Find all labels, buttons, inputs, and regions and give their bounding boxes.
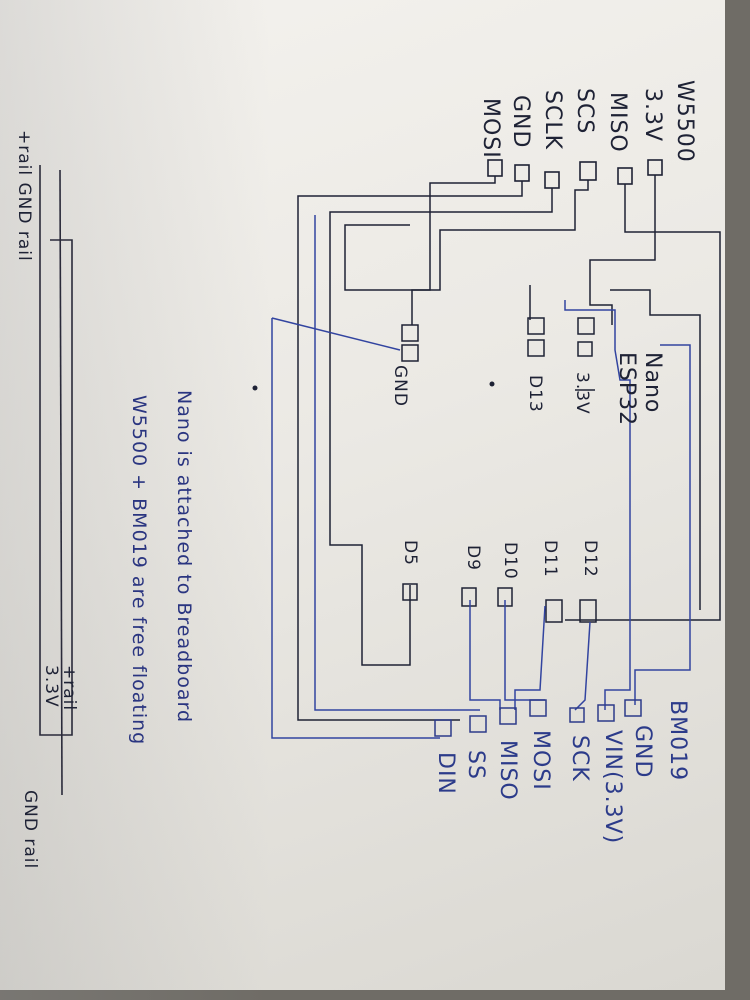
esp32-pin-3v3: 3.3V <box>572 372 592 415</box>
bm019-pin-mosi: MOSI <box>528 730 553 791</box>
rail-label-bottom-right: GND rail <box>20 790 40 870</box>
bm019-pin-sck: SCK <box>567 735 592 782</box>
bm019-pin-vin: VIN(3.3V) <box>600 730 625 845</box>
w5500-pin-boxes <box>487 159 663 189</box>
bm019-pin-din: DIN <box>433 752 458 795</box>
w5500-pin-3v3: 3.3V <box>640 88 665 143</box>
esp32-pin-d12: D12 <box>580 540 600 578</box>
esp32-pin-d10: D10 <box>500 542 520 580</box>
w5500-title: W5500 <box>672 80 697 163</box>
w5500-pin-sclk: SCLK <box>540 90 565 151</box>
rail-label-bottom-left: +rail 3.3V <box>41 665 79 712</box>
rail-label-top-left: +rail GND rail <box>14 130 34 262</box>
bm019-pin-gnd: GND <box>630 725 655 779</box>
bm019-pin-ss: SS <box>463 750 488 780</box>
bm019-title: BM019 <box>665 700 690 782</box>
w5500-pin-miso: MISO <box>605 92 630 153</box>
note-line-2: W5500 + BM019 are free floating <box>128 395 150 746</box>
black-wires <box>297 175 721 721</box>
breadboard-rails <box>39 165 73 796</box>
paper-sheet <box>0 0 725 990</box>
w5500-pin-mosi: MOSI <box>478 98 503 159</box>
esp32-pin-d11: D11 <box>540 540 560 578</box>
bm019-pin-miso: MISO <box>495 740 520 801</box>
note-line-1: Nano is attached to Breadboard <box>173 390 195 724</box>
esp32-title: Nano ESP32 <box>614 352 665 427</box>
bm019-pin-boxes <box>434 699 642 737</box>
w5500-pin-scs: SCS <box>572 88 597 135</box>
paper-shadow <box>0 0 270 1000</box>
blue-wires <box>271 215 691 739</box>
esp32-pin-boxes <box>401 317 597 623</box>
esp32-pin-gnd: GND <box>390 365 410 407</box>
esp32-pin-d13: D13 <box>525 375 545 413</box>
w5500-pin-gnd: GND <box>508 95 533 149</box>
esp32-pin-d9: D9 <box>463 545 483 571</box>
esp32-pin-d5: D5 <box>400 540 420 566</box>
pen-dots <box>252 381 495 391</box>
